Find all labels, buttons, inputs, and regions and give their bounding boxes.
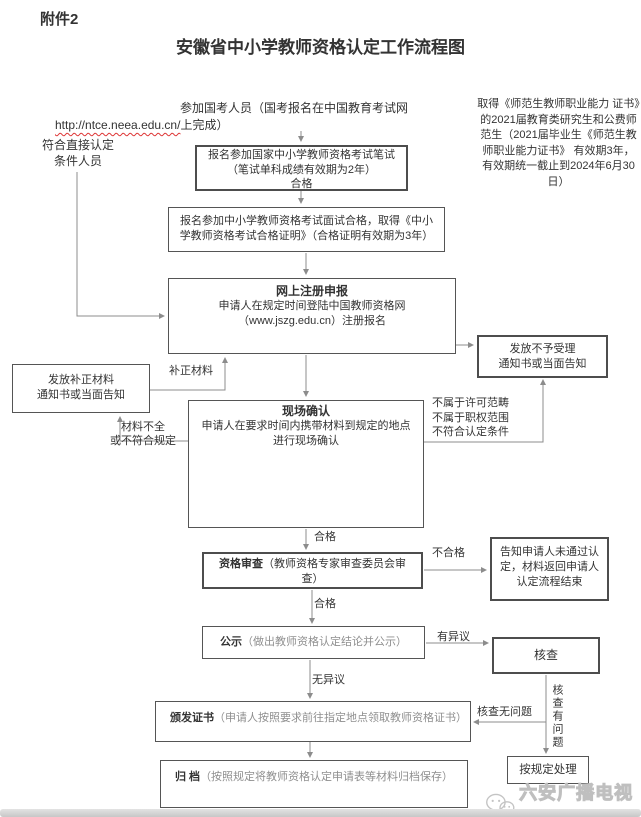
incomplete-materials-label: 材料不全 或不符合规定 — [110, 421, 176, 447]
national-exam-intro-line2: http://ntce.neea.edu.cn/上完成） — [55, 116, 228, 133]
attachment-label: 附件2 — [40, 11, 79, 28]
box-online-register-title: 网上注册申报 — [275, 284, 348, 298]
box-review-body: （教师资格专家审查委员会审查） — [263, 558, 406, 585]
box-review: 资格审查（教师资格专家审查委员会审查） — [202, 552, 423, 589]
box-archive-body: （按照规定将教师资格认定申请表等材料归档保存） — [200, 771, 454, 783]
box-interview: 报名参加中小学教师资格考试面试合格，取得《中小学教师资格考试合格证明》（合格证明… — [168, 207, 445, 252]
box-review-title: 资格审查 — [219, 558, 263, 570]
exam-site-url: http://ntce.neea.edu.cn/ — [55, 118, 181, 132]
box-written-exam: 报名参加国家中小学教师资格考试笔试 （笔试单科成绩有效期为2年） 合格 — [195, 145, 408, 191]
box-publicity-body: （做出教师资格认定结论并公示） — [242, 636, 407, 648]
box-supplement-notice: 发放补正材料 通知书或当面告知 — [12, 364, 150, 413]
edge-label-no-objection: 无异议 — [312, 674, 345, 686]
national-exam-intro-line1: 参加国考人员（国考报名在中国教育考试网 — [180, 101, 409, 115]
box-certificate-title: 颁发证书 — [170, 712, 214, 724]
not-in-scope-label: 不属于许可范畴 不属于职权范围 不符合认定条件 — [432, 397, 509, 438]
box-onsite-confirm-body: 申请人在要求时间内携带材料到规定的地点进行现场确认 — [201, 420, 411, 447]
edge-label-objection: 有异议 — [437, 631, 470, 643]
box-online-register-body: 申请人在规定时间登陆中国教师资格网 （www.jszg.edu.cn）注册报名 — [218, 300, 406, 327]
box-fail-notice: 告知申请人未通过认定，材料返回申请人 认定流程结束 — [490, 537, 609, 601]
box-onsite-confirm: 现场确认 申请人在要求时间内携带材料到规定的地点进行现场确认 — [188, 400, 424, 528]
edge-label-fail: 不合格 — [432, 547, 465, 559]
box-certificate: 颁发证书（申请人按照要求前往指定地点领取教师资格证书） — [155, 701, 471, 742]
box-check: 核查 — [492, 637, 600, 674]
box-publicity: 公示（做出教师资格认定结论并公示） — [202, 626, 425, 659]
edge-label-supplement: 补正材料 — [169, 365, 213, 377]
box-certificate-body: （申请人按照要求前往指定地点领取教师资格证书） — [214, 712, 467, 724]
box-archive-title: 归 档 — [175, 771, 201, 783]
box-publicity-title: 公示 — [220, 636, 242, 648]
edge-label-check-problem: 核查有问题 — [551, 684, 563, 749]
edge-label-check-ok: 核查无问题 — [477, 706, 532, 718]
page-title: 安徽省中小学教师资格认定工作流程图 — [176, 38, 465, 57]
exam-site-url-suffix: 上完成） — [180, 118, 229, 132]
box-onsite-confirm-title: 现场确认 — [281, 404, 330, 418]
normal-graduates-note: 取得《师范生教师职业能力 证书》的2021届教育类研究生和公费师范生（2021届… — [477, 98, 640, 188]
direct-eligible-label: 符合直接认定 条件人员 — [41, 138, 114, 168]
box-reject-notice: 发放不予受理 通知书或当面告知 — [477, 335, 608, 378]
box-online-register: 网上注册申报 申请人在规定时间登陆中国教师资格网 （www.jszg.edu.c… — [168, 278, 456, 354]
bottom-divider-bar — [0, 809, 641, 817]
edge-label-pass-2: 合格 — [314, 598, 336, 610]
edge-label-pass-1: 合格 — [314, 531, 336, 543]
box-archive: 归 档（按照规定将教师资格认定申请表等材料归档保存） — [160, 760, 468, 808]
box-handle-per-rules: 按规定处理 — [507, 756, 589, 784]
